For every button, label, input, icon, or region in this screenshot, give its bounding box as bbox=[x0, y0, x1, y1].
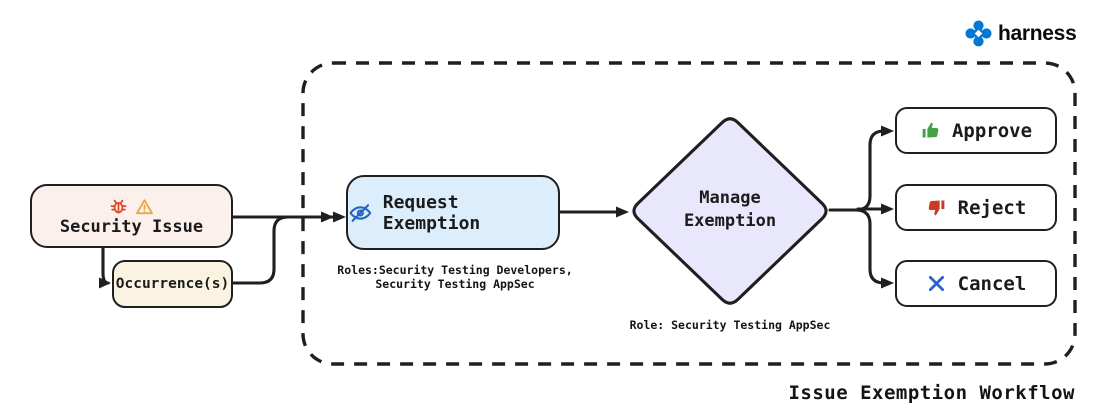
node-occurrence: Occurrence(s) bbox=[112, 260, 233, 308]
arrowheads bbox=[99, 125, 894, 289]
arrow-branch-approve bbox=[854, 129, 886, 212]
request-exemption-roles-note: Roles:Security Testing Developers, Secur… bbox=[337, 263, 573, 291]
arrow-branch-cancel bbox=[854, 208, 886, 285]
thumbs-up-icon bbox=[922, 122, 939, 138]
node-security-issue: Security Issue bbox=[30, 184, 233, 248]
brand-logo: harness bbox=[962, 17, 1077, 50]
warning-icon bbox=[136, 199, 153, 215]
cancel-label: Cancel bbox=[957, 272, 1027, 295]
node-approve: Approve bbox=[895, 107, 1057, 154]
security-issue-label: Security Issue bbox=[59, 217, 204, 237]
occurrence-label: Occurrence(s) bbox=[115, 276, 230, 292]
workflow-boundary bbox=[301, 61, 1077, 366]
request-exemption-label: Request Exemption bbox=[382, 191, 481, 234]
harness-logo-icon bbox=[965, 20, 992, 47]
security-issue-icons bbox=[109, 197, 154, 216]
thumbs-down-icon bbox=[928, 200, 945, 216]
manage-exemption-label: Manage Exemption bbox=[683, 188, 777, 231]
x-icon bbox=[928, 275, 944, 292]
workflow-title: Issue Exemption Workflow bbox=[788, 382, 1075, 404]
manage-exemption-shape bbox=[632, 117, 828, 305]
approve-label: Approve bbox=[951, 119, 1033, 142]
node-cancel: Cancel bbox=[895, 260, 1057, 307]
arrow-security-to-occurrence bbox=[101, 245, 110, 285]
bug-icon bbox=[110, 199, 127, 214]
brand-name: harness bbox=[998, 21, 1077, 45]
arrow-occurrence-to-request bbox=[231, 215, 336, 285]
node-reject: Reject bbox=[895, 184, 1057, 231]
manage-exemption-role-note: Role: Security Testing AppSec bbox=[629, 318, 831, 332]
reject-label: Reject bbox=[957, 196, 1027, 219]
eye-slash-icon bbox=[349, 203, 372, 222]
node-request-exemption: Request Exemption bbox=[346, 175, 560, 250]
